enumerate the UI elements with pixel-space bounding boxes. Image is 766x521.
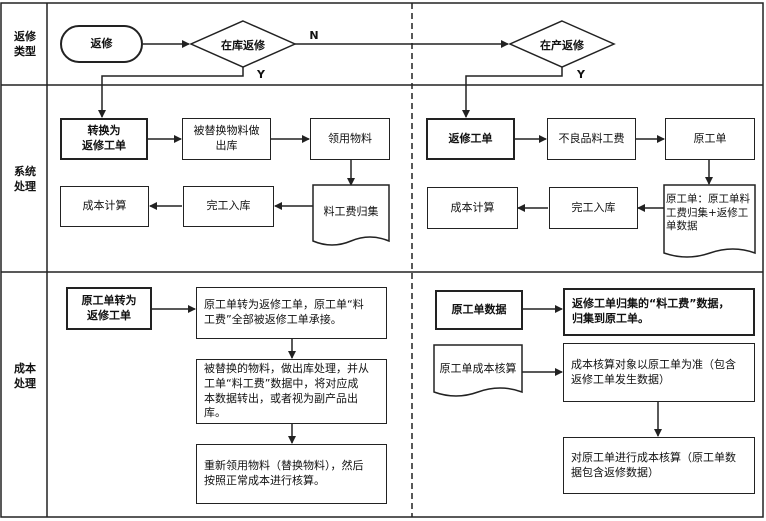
start-terminal: 返修 [60, 25, 143, 63]
label-n: N [309, 29, 319, 42]
labor-doc-label: 料工费归集 [323, 205, 379, 218]
convert-rework-order: 转换为 返修工单 [60, 118, 148, 160]
label-y-right: Y [577, 68, 585, 81]
orig-doc-shape [663, 184, 756, 258]
cost-calc-right: 成本计算 [427, 187, 518, 229]
collect-to-original: 返修工单归集的“料工费”数据， 归集到原工单。 [563, 288, 755, 336]
decision-right-label: 在产返修 [540, 39, 584, 52]
row-label-system: 系统 处理 [14, 165, 36, 193]
decision-left-label: 在库返修 [221, 39, 265, 52]
arrow-left-y [98, 67, 244, 118]
cost-step-2: 被替换的物料，做出库处理，并从 工单“料工费”数据中，将对应成 本数据转出，或者… [196, 359, 387, 424]
arrow-right-y [462, 67, 563, 118]
row-label-cost: 成本 处理 [14, 362, 36, 390]
original-order: 原工单 [665, 118, 755, 160]
labor-doc-shape [312, 184, 390, 246]
label-y-left: Y [257, 68, 265, 81]
rework-order: 返修工单 [426, 118, 515, 160]
calc-final: 对原工单进行成本核算（原工单数 据包含返修数据） [563, 437, 755, 494]
replace-material-out: 被替换物料做 出库 [182, 118, 271, 160]
cost-convert-rework: 原工单转为 返修工单 [66, 287, 152, 330]
orig-doc-label: 原工单：原工单料 工费归集+返修工 单数据 [666, 193, 750, 233]
finish-warehouse-right: 完工入库 [549, 187, 638, 229]
defect-labor-cost: 不良品料工费 [547, 118, 636, 160]
finish-warehouse-left: 完工入库 [183, 186, 274, 227]
orig-calc-doc-label: 原工单成本核算 [439, 362, 517, 375]
orig-calc-doc-shape [433, 344, 523, 397]
pick-material: 领用物料 [310, 118, 390, 160]
cost-step-1: 原工单转为返修工单，原工单“料 工费”全部被返修工单承接。 [196, 287, 387, 339]
calc-object: 成本核算对象以原工单为准（包含 返修工单发生数据） [563, 343, 755, 402]
cost-calc-left: 成本计算 [60, 186, 149, 227]
row-label-type: 返修 类型 [14, 30, 36, 58]
cost-step-3: 重新领用物料（替换物料），然后 按照正常成本进行核算。 [196, 444, 387, 504]
orig-order-data: 原工单数据 [435, 290, 523, 330]
